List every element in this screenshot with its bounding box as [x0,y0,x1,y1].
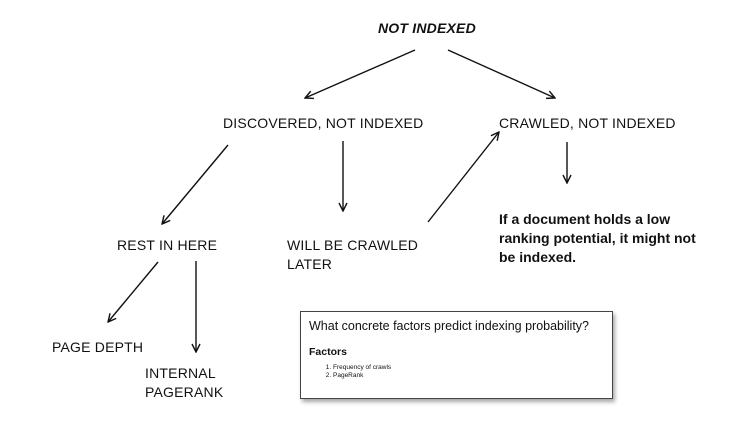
factors-list: Frequency of crawls PageRank [309,364,604,380]
node-will-be-crawled-later: WILL BE CRAWLED LATER [287,237,419,272]
node-page-depth: PAGE DEPTH [52,339,144,355]
crawled-note-text: If a document holds a low ranking potent… [499,211,696,265]
factors-box: What concrete factors predict indexing p… [300,311,613,399]
factors-question: What concrete factors predict indexing p… [309,319,590,333]
arrow-rest-to-page-depth [108,261,159,322]
arrow-root-to-crawled [447,49,555,98]
factor-item: Frequency of crawls [333,364,604,372]
arrow-discovered-to-rest [162,144,229,224]
arrow-later-to-crawled [427,132,499,223]
factors-heading: Factors [309,346,347,358]
node-discovered-not-indexed: DISCOVERED, NOT INDEXED [223,115,424,131]
node-rest-in-here: REST IN HERE [117,237,218,253]
factor-item: PageRank [333,372,604,380]
node-crawled-not-indexed: CRAWLED, NOT INDEXED [499,115,676,131]
arrow-root-to-discovered [305,49,416,98]
node-internal-pagerank: INTERNAL PAGERANK [145,365,224,400]
root-node-not-indexed: NOT INDEXED [378,20,476,36]
